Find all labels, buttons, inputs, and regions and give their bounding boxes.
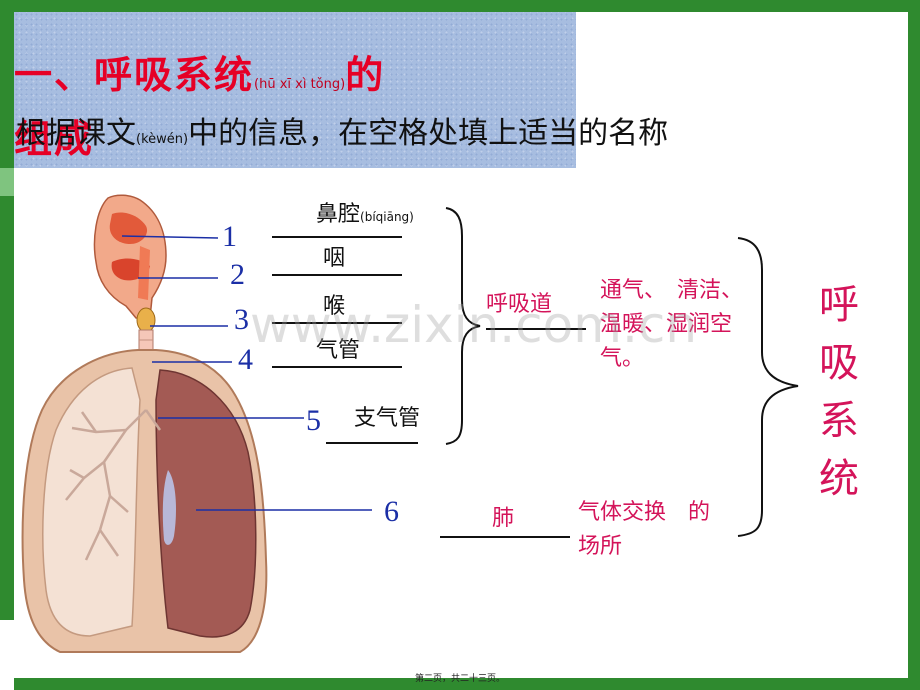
label-airway: 呼吸道	[486, 292, 553, 317]
answer-line-1	[272, 236, 402, 238]
answer-line-2	[272, 274, 402, 276]
label-larynx: 喉	[323, 294, 346, 319]
nasal-pinyin: (bíqiāng)	[360, 210, 414, 224]
answer-line-5	[326, 442, 418, 444]
label-trachea: 气管	[316, 338, 361, 363]
answer-line-4	[272, 366, 402, 368]
right-lung-highlight	[162, 470, 176, 545]
page-title-line2: 组成	[14, 117, 95, 161]
airway-description: 通气、 清洁、 温暖、湿润空 气。	[600, 278, 744, 371]
pharynx-shape	[138, 246, 150, 300]
instruction-text: 根据课文(kèwén)中的信息，在空格处填上适当的名称	[16, 116, 669, 151]
larynx-shape	[136, 307, 156, 333]
label-nasal-cavity: 鼻腔(bíqiāng)	[316, 202, 414, 227]
page-title: 一、呼吸系统(hū xī xì tǒng)的	[14, 53, 386, 97]
title-pinyin: (hū xī xì tǒng)	[254, 77, 346, 92]
marker-3: 3	[234, 303, 249, 336]
airway-brace	[445, 207, 481, 445]
frame-accent	[0, 168, 14, 196]
system-brace	[737, 237, 799, 537]
right-lung	[155, 369, 257, 638]
marker-2: 2	[230, 258, 245, 291]
frame-right	[908, 0, 920, 690]
instruction-pinyin: (kèwén)	[136, 132, 189, 147]
marker-5: 5	[306, 404, 321, 437]
left-lung	[42, 367, 141, 637]
label-bronchi: 支气管	[354, 406, 421, 431]
bronchial-tree	[65, 409, 162, 561]
lung-description: 气体交换 的 场所	[578, 500, 711, 559]
answer-line-airway	[486, 328, 586, 330]
page-footer: 第二页，共二十三页。	[414, 674, 505, 684]
label-lung: 肺	[492, 506, 515, 531]
frame-left	[0, 0, 14, 690]
marker-4: 4	[238, 343, 253, 376]
frame-gap	[0, 620, 14, 690]
head-section	[93, 194, 167, 319]
answer-line-3	[272, 322, 402, 324]
watermark: www.zixin.com.cn	[250, 296, 698, 354]
marker-6: 6	[384, 495, 399, 528]
pointer-1	[121, 235, 219, 239]
answer-line-6	[440, 536, 570, 538]
frame-bottom	[0, 678, 920, 690]
label-respiratory-system: 呼 吸 系 统	[819, 282, 859, 502]
label-pharynx: 咽	[323, 246, 346, 271]
frame-top	[0, 0, 920, 12]
title-background	[14, 12, 576, 168]
marker-1: 1	[222, 220, 237, 253]
